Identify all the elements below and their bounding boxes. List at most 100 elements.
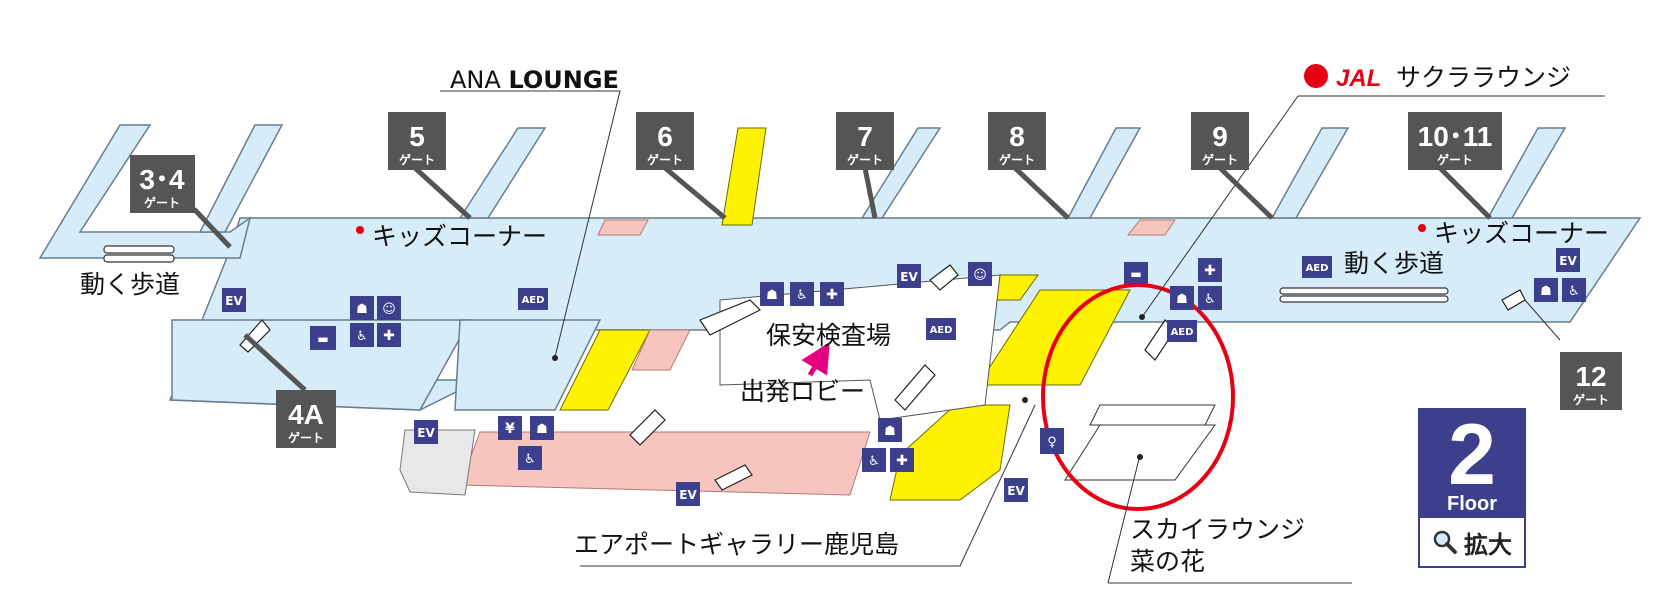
- gate-badge-3-4[interactable]: 3･4 ゲート: [130, 155, 232, 249]
- gate-label: ゲート: [399, 152, 435, 167]
- direction-arrow-icon: [801, 342, 830, 377]
- svg-text:EV: EV: [1559, 254, 1577, 268]
- gate-label: ゲート: [1573, 392, 1609, 407]
- svg-text:☗: ☗: [766, 288, 778, 303]
- accessible-icon[interactable]: ♿: [790, 282, 814, 306]
- svg-text:♿: ♿: [356, 329, 368, 344]
- elevator-icon[interactable]: EV: [676, 482, 700, 506]
- kids-corner-dot: [356, 226, 364, 234]
- kids-corner-label[interactable]: キッズコーナー: [1434, 219, 1609, 248]
- magnifier-icon: [1432, 529, 1458, 555]
- first-aid-icon[interactable]: ✚: [377, 323, 401, 347]
- ana-lounge-label[interactable]: ANA LOUNGE: [450, 66, 619, 94]
- gate6-walkway: [721, 127, 767, 226]
- gate-badge-10-11[interactable]: 10･11 ゲート: [1408, 112, 1502, 220]
- svg-text:♿: ♿: [868, 454, 880, 469]
- gate-number: 8: [1009, 121, 1025, 152]
- security-checkpoint-label[interactable]: 保安検査場: [766, 321, 891, 350]
- svg-text:♀: ♀: [1047, 435, 1057, 450]
- gate-badge-4a[interactable]: 4A ゲート: [243, 333, 336, 448]
- zoom-label: 拡大: [1464, 530, 1512, 559]
- svg-text:☗: ☗: [536, 422, 548, 437]
- gate-number: 6: [657, 121, 673, 152]
- aed-icon[interactable]: AED: [926, 318, 956, 340]
- first-aid-icon[interactable]: ✚: [890, 448, 914, 472]
- elevator-icon[interactable]: EV: [222, 288, 246, 312]
- floor-number-box: 2 Floor: [1420, 410, 1524, 518]
- smoking-icon[interactable]: ▬: [310, 326, 336, 350]
- sky-lounge-label-line1[interactable]: スカイラウンジ: [1130, 515, 1305, 544]
- accessible-icon[interactable]: ♿: [518, 446, 542, 470]
- leader-lines: [440, 90, 1605, 584]
- gate-badge-5[interactable]: 5 ゲート: [388, 112, 472, 220]
- floor-indicator: 2 Floor 拡大: [1418, 408, 1526, 568]
- svg-text:AED: AED: [522, 295, 545, 306]
- kids-corner-label[interactable]: キッズコーナー: [372, 222, 547, 251]
- moving-walkway-label: 動く歩道: [80, 270, 180, 299]
- gate-badge-12[interactable]: 12 ゲート: [1560, 352, 1622, 410]
- svg-text:✚: ✚: [896, 453, 908, 469]
- moving-walkway-label: 動く歩道: [1344, 249, 1444, 278]
- gate-label: ゲート: [144, 195, 180, 210]
- svg-text:¥: ¥: [505, 421, 515, 437]
- sky-lounge-label-line2[interactable]: 菜の花: [1130, 547, 1205, 576]
- first-aid-icon[interactable]: ✚: [820, 282, 844, 306]
- gate-label: ゲート: [288, 430, 324, 445]
- svg-text:☗: ☗: [356, 302, 368, 317]
- svg-text:☺: ☺: [973, 268, 987, 283]
- gate-badge-7[interactable]: 7 ゲート: [836, 112, 894, 219]
- gate-badge-8[interactable]: 8 ゲート: [988, 112, 1070, 220]
- restroom-female-icon[interactable]: ♀: [1040, 428, 1064, 454]
- gate-label: ゲート: [847, 152, 883, 167]
- svg-text:♿: ♿: [1568, 284, 1580, 299]
- elevator-icon[interactable]: EV: [897, 264, 921, 288]
- elevator-icon[interactable]: EV: [414, 420, 438, 444]
- restroom-icon[interactable]: ☗: [760, 282, 784, 306]
- moving-walkways: [103, 245, 1449, 303]
- aed-icon[interactable]: AED: [1167, 320, 1197, 342]
- aed-icon[interactable]: AED: [518, 288, 548, 310]
- gallery-label[interactable]: エアポートギャラリー鹿児島: [574, 530, 899, 559]
- restroom-icon[interactable]: ☗: [530, 416, 554, 440]
- first-aid-icon[interactable]: ✚: [1198, 258, 1222, 282]
- jal-lounge-label[interactable]: JAL サクララウンジ: [1304, 63, 1571, 92]
- accessible-icon[interactable]: ♿: [1562, 278, 1586, 302]
- svg-text:▬: ▬: [317, 332, 328, 346]
- departure-lobby-label[interactable]: 出発ロビー: [740, 377, 865, 406]
- restroom-icon[interactable]: ☗: [350, 296, 374, 320]
- ana-lounge-area: [559, 329, 651, 411]
- escalators: [239, 264, 1526, 491]
- gate-badge-9[interactable]: 9 ゲート: [1191, 112, 1274, 220]
- gate-label: ゲート: [999, 152, 1035, 167]
- highlight-circle: [1041, 283, 1235, 511]
- currency-exchange-icon[interactable]: ¥: [498, 416, 522, 440]
- kids-corner-dot: [1418, 224, 1426, 232]
- elevator-icon[interactable]: EV: [1556, 248, 1580, 272]
- shop-areas: [459, 219, 1176, 496]
- svg-text:☺: ☺: [382, 302, 396, 317]
- elevator-icon[interactable]: EV: [1004, 478, 1028, 502]
- svg-text:☗: ☗: [1176, 292, 1188, 307]
- accessible-icon[interactable]: ♿: [1198, 286, 1222, 310]
- restroom-icon[interactable]: ☗: [1170, 286, 1194, 310]
- nursery-icon[interactable]: ☺: [377, 296, 401, 320]
- accessible-icon[interactable]: ♿: [350, 323, 374, 347]
- svg-text:EV: EV: [679, 488, 697, 502]
- restroom-icon[interactable]: ☗: [1534, 278, 1558, 302]
- svg-text:✚: ✚: [826, 287, 838, 303]
- gate-label: ゲート: [647, 152, 683, 167]
- restroom-icon[interactable]: ☗: [878, 418, 902, 442]
- facility-icons: EV EV EV EV EV EV AED AED AED AED ☗ ☺ ♿ …: [222, 248, 1586, 506]
- gate-label: ゲート: [1437, 152, 1473, 167]
- gate-badge-6[interactable]: 6 ゲート: [636, 112, 727, 220]
- gate-number: 9: [1212, 121, 1228, 152]
- accessible-icon[interactable]: ♿: [862, 448, 886, 472]
- zoom-button[interactable]: 拡大: [1420, 518, 1524, 566]
- svg-text:♿: ♿: [524, 452, 536, 467]
- svg-text:EV: EV: [225, 294, 243, 308]
- aed-icon[interactable]: AED: [1302, 256, 1332, 278]
- smoking-icon[interactable]: ▬: [1124, 262, 1148, 284]
- svg-text:☗: ☗: [1540, 284, 1552, 299]
- svg-text:✚: ✚: [1204, 263, 1216, 279]
- nursery-icon[interactable]: ☺: [968, 262, 992, 286]
